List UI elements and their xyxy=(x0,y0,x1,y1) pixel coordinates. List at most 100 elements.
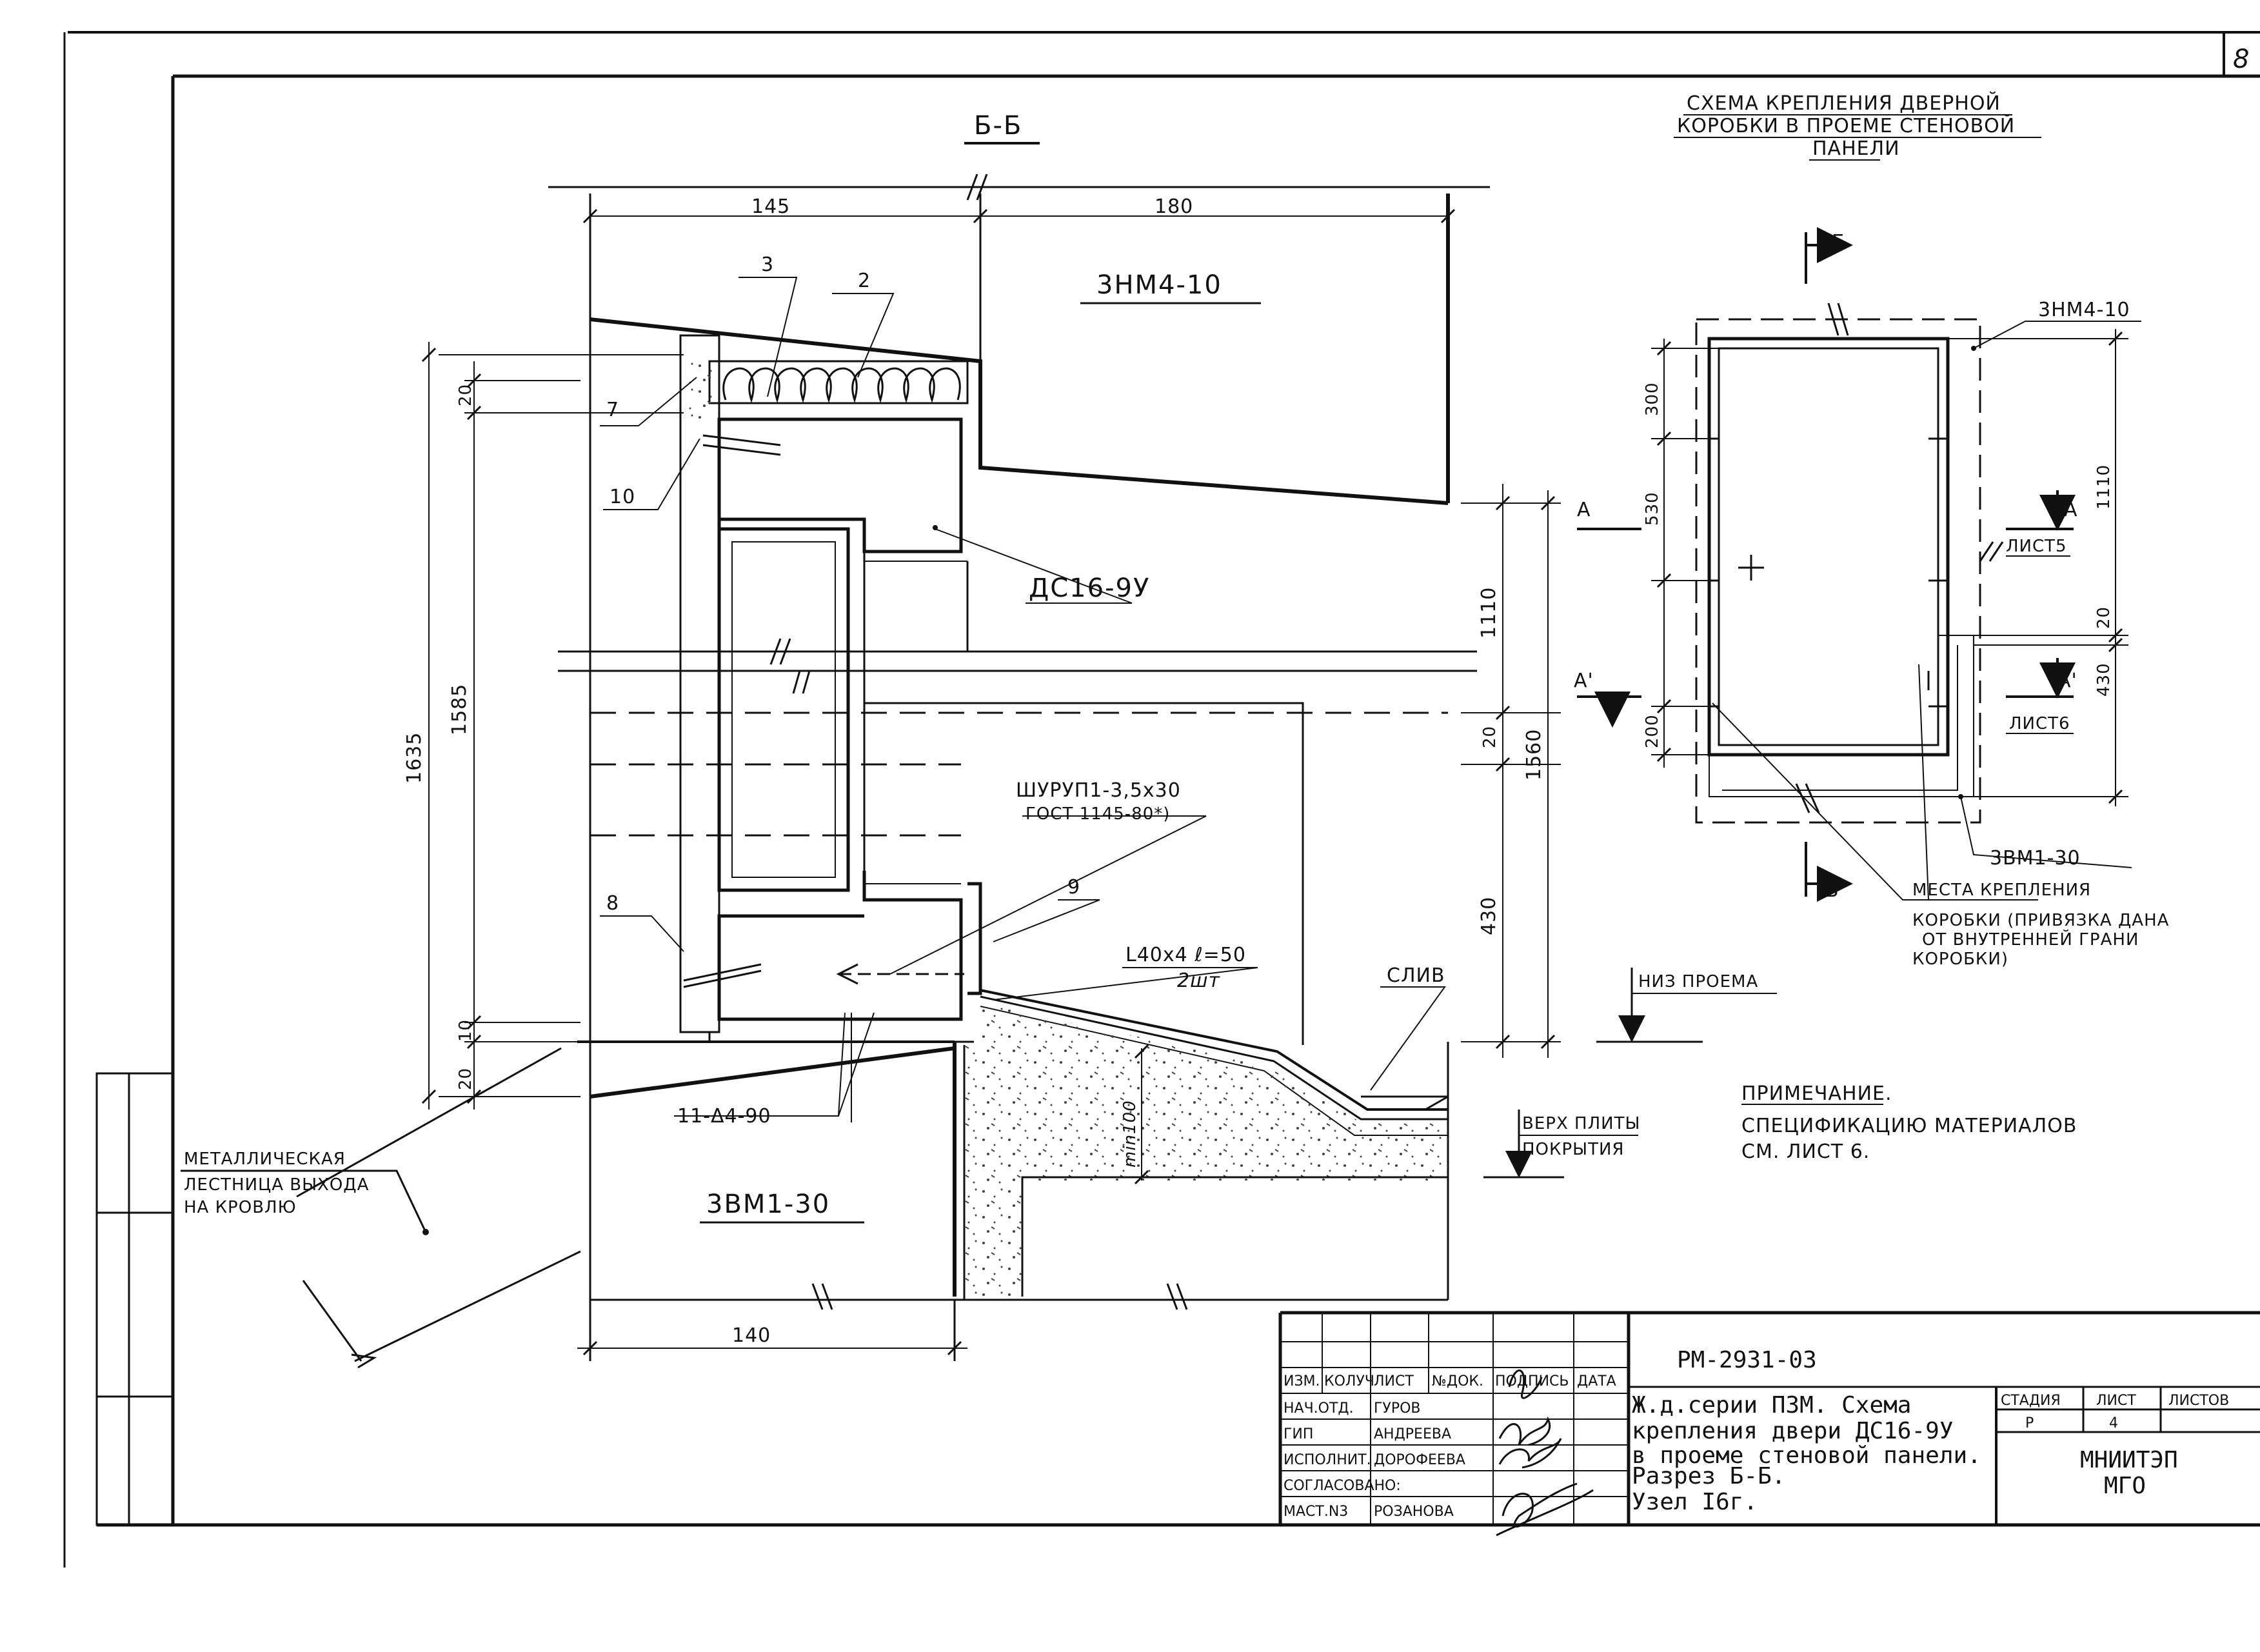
dim-1110: 1110 xyxy=(1478,587,1500,639)
scheme-title-2: КОРОБКИ В ПРОЕМЕ СТЕНОВОЙ xyxy=(1677,114,2015,137)
slab-top-2: ПОКРЫТИЯ xyxy=(1522,1140,1625,1159)
hdr-data: ДАТА xyxy=(1577,1373,1616,1389)
callout-3: 3 xyxy=(761,254,774,276)
name-andreeva: АНДРЕЕВА xyxy=(1374,1426,1451,1442)
section-bb: Б-Б 145 180 3НМ4-10 xyxy=(181,111,1777,1369)
desc-line-3: в проеме стеновой панели. xyxy=(1632,1442,1981,1469)
org-1: МНИИТЭП xyxy=(2080,1447,2178,1473)
sheet6-ref: ЛИСТ6 xyxy=(2009,714,2070,733)
concrete-fill xyxy=(964,1003,1448,1297)
dim-1635: 1635 xyxy=(403,732,426,784)
tb-headers: ИЗМ. КОЛУЧ ЛИСТ №ДОК. ПОДПИСЬ ДАТА xyxy=(1284,1373,1616,1389)
angle-qty: 2шт xyxy=(1177,970,1221,992)
role-soglasovano: СОГЛАСОВАНО: xyxy=(1284,1478,1401,1494)
angle-label: L40х4 ℓ=50 xyxy=(1125,944,1246,966)
role-nach-otd: НАЧ.ОТД. xyxy=(1284,1400,1354,1417)
name-rozanova: РОЗАНОВА xyxy=(1374,1504,1454,1520)
scheme-lower-label: 3ВМ1-30 xyxy=(1990,847,2081,870)
sheet-value: 4 xyxy=(2109,1415,2118,1431)
sheet-number: 8 xyxy=(2233,45,2250,74)
scheme-dim-200: 200 xyxy=(1643,714,1662,748)
note-line1: СПЕЦИФИКАЦИЮ МАТЕРИАЛОВ xyxy=(1741,1115,2077,1137)
places-3: ОТ ВНУТРЕННЕЙ ГРАНИ xyxy=(1922,929,2139,950)
desc-line-2: крепления двери ДС16-9У xyxy=(1632,1418,1954,1444)
scheme-title-1: СХЕМА КРЕПЛЕНИЯ ДВЕРНОЙ xyxy=(1687,92,2001,115)
callout-10: 10 xyxy=(610,486,635,508)
stair-label-1: МЕТАЛЛИЧЕСКАЯ xyxy=(184,1149,346,1169)
angle-fitting xyxy=(836,882,982,995)
cut-a-left: А xyxy=(1577,499,1591,521)
wall-column xyxy=(679,334,720,1033)
stair-label-2: ЛЕСТНИЦА ВЫХОДА xyxy=(184,1175,369,1195)
scheme-dim-430: 430 xyxy=(2094,662,2114,697)
dim-430: 430 xyxy=(1478,897,1500,935)
dim-140: 140 xyxy=(732,1324,771,1347)
door-label: ДС16-9У xyxy=(1029,573,1150,603)
places-1: МЕСТА КРЕПЛЕНИЯ xyxy=(1912,881,2091,900)
callout-8: 8 xyxy=(606,892,619,915)
dim-180: 180 xyxy=(1155,195,1193,218)
lower-wall-panel xyxy=(577,1040,1449,1310)
signatures xyxy=(1496,1369,1594,1537)
insulation xyxy=(708,360,969,404)
callout-2: 2 xyxy=(858,270,871,292)
sheet-label: ЛИСТ xyxy=(2096,1393,2136,1409)
scheme-dim-300: 300 xyxy=(1643,382,1662,416)
dim-20b: 20 xyxy=(456,1068,475,1090)
dim-145: 145 xyxy=(751,195,790,218)
cut-a2-left: А' xyxy=(1574,670,1594,692)
role-mast: МАСТ.N3 xyxy=(1284,1504,1348,1520)
slab-top-1: ВЕРХ ПЛИТЫ xyxy=(1522,1114,1640,1133)
places-4: КОРОБКИ) xyxy=(1912,950,2008,969)
sheet5-ref: ЛИСТ5 xyxy=(2006,537,2067,556)
lower-panel-label: 3ВМ1-30 xyxy=(706,1189,830,1219)
section-title: Б-Б xyxy=(974,111,1022,141)
role-gip: ГИП xyxy=(1284,1426,1313,1442)
sheets-label: ЛИСТОВ xyxy=(2168,1393,2229,1409)
org-2: МГО xyxy=(2104,1473,2146,1499)
places-2: КОРОБКИ (ПРИВЯЗКА ДАНА xyxy=(1912,911,2169,930)
screw-label: ШУРУП1-3,5х30 xyxy=(1016,779,1181,802)
name-dorofeeva: ДОРОФЕЕВА xyxy=(1374,1452,1465,1468)
desc-line-1: Ж.д.серии П3М. Схема xyxy=(1632,1392,1911,1418)
stage-value: Р xyxy=(2025,1415,2034,1431)
note-line2: СМ. ЛИСТ 6. xyxy=(1741,1140,1870,1163)
hdr-izm: ИЗМ. xyxy=(1284,1373,1320,1389)
cut-a2-right: А' xyxy=(2057,670,2077,692)
note-title: ПРИМЕЧАНИЕ. xyxy=(1741,1082,1892,1105)
scheme-dim-20: 20 xyxy=(2094,606,2114,629)
tb-rows: НАЧ.ОТД. ГУРОВ ГИП АНДРЕЕВА ИСПОЛНИТ. ДО… xyxy=(1284,1400,1465,1520)
mounting-scheme: СХЕМА КРЕПЛЕНИЯ ДВЕРНОЙ КОРОБКИ В ПРОЕМЕ… xyxy=(1574,92,2169,969)
upper-panel-label: 3НМ4-10 xyxy=(1096,270,1222,300)
scheme-dim-1110: 1110 xyxy=(2094,464,2114,510)
desc-line-5: Узел I6г. xyxy=(1632,1489,1758,1515)
cut-a-right: А xyxy=(2064,499,2078,521)
scheme-dim-530: 530 xyxy=(1643,492,1662,526)
door-frame xyxy=(717,417,963,1021)
opening-bottom-label: НИЗ ПРОЕМА xyxy=(1638,972,1758,991)
hdr-koluch: КОЛУЧ xyxy=(1324,1373,1374,1389)
break-band xyxy=(558,638,1477,694)
stage-label: СТАДИЯ xyxy=(2001,1393,2061,1409)
hdr-podpis: ПОДПИСЬ xyxy=(1495,1373,1569,1389)
doc-code: РМ-2931-03 xyxy=(1677,1347,1817,1373)
hdr-ndok: №ДОК. xyxy=(1432,1373,1483,1389)
desc-line-4: Разрез Б-Б. xyxy=(1632,1463,1785,1489)
dim-10: 10 xyxy=(456,1019,475,1042)
dim-min100: min100 xyxy=(1120,1100,1140,1168)
role-ispolnit: ИСПОЛНИТ. xyxy=(1284,1452,1371,1468)
cut-b-top: Б xyxy=(1832,231,1846,254)
screw-gost: ГОСТ 1145-80*) xyxy=(1026,804,1170,824)
sheet-frame xyxy=(63,31,2260,1567)
stair-label-3: НА КРОВЛЮ xyxy=(184,1198,297,1217)
cut-b-bottom: Б xyxy=(1825,879,1839,902)
bracket-label: 11-Δ4-90 xyxy=(677,1105,771,1128)
note: ПРИМЕЧАНИЕ. СПЕЦИФИКАЦИЮ МАТЕРИАЛОВ СМ. … xyxy=(1741,1082,2077,1163)
dim-1560: 1560 xyxy=(1523,729,1545,781)
name-gurov: ГУРОВ xyxy=(1374,1400,1421,1417)
dim-20a: 20 xyxy=(456,384,475,406)
title-block xyxy=(1278,1311,2260,1525)
drain-label: СЛИВ xyxy=(1387,964,1445,987)
scheme-title-3: ПАНЕЛИ xyxy=(1812,137,1900,160)
